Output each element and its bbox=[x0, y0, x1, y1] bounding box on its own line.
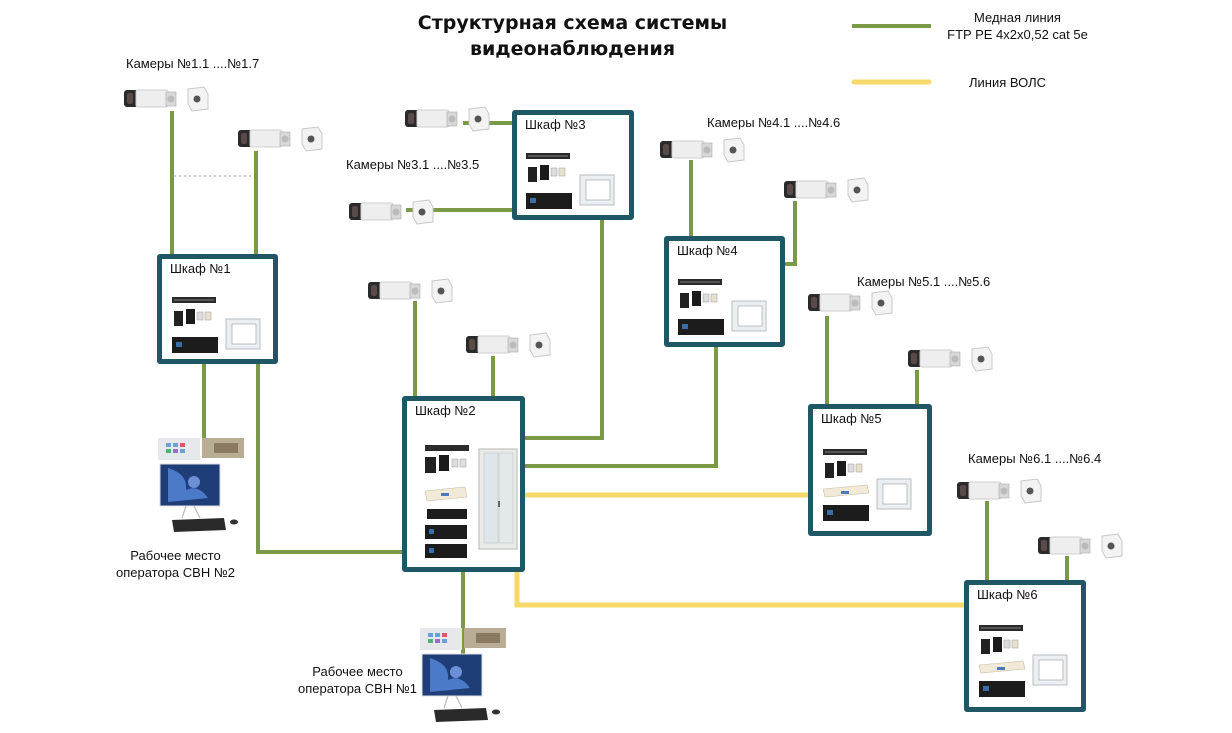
cabinet-2-equipment bbox=[424, 445, 518, 558]
camera-icon bbox=[238, 126, 323, 152]
legend-copper-label: Медная линия FTP PE 4x2x0,52 cat 5e bbox=[935, 9, 1100, 43]
title-line-1: Структурная схема системы bbox=[417, 12, 728, 34]
camera-5-6[interactable] bbox=[906, 344, 998, 374]
diagram-title: Структурная схема системы видеонаблюдени… bbox=[400, 10, 745, 62]
camera-group-label-4: Камеры №4.1 ....№4.6 bbox=[707, 115, 841, 130]
legend-fiber-label: Линия ВОЛС bbox=[969, 75, 1047, 90]
workstation-icon bbox=[158, 438, 244, 532]
camera-icon bbox=[660, 137, 745, 163]
legend-copper-line2: FTP PE 4x2x0,52 cat 5e bbox=[947, 27, 1088, 42]
cabinet-5-equipment bbox=[822, 449, 913, 534]
cabinet-4[interactable]: Шкаф №4 bbox=[664, 236, 785, 347]
camera-icon bbox=[466, 332, 551, 358]
camera-icon bbox=[368, 278, 453, 304]
cabinet-6-equipment bbox=[978, 625, 1069, 710]
fiber-cab2-cab6 bbox=[514, 564, 971, 608]
operator-workstation-1-label: Рабочее место оператора СВН №1 bbox=[290, 663, 425, 697]
cabinet-2[interactable]: Шкаф №2 bbox=[402, 396, 525, 572]
cabinet-6[interactable]: Шкаф №6 bbox=[964, 580, 1086, 712]
camera-2-1[interactable] bbox=[366, 276, 458, 306]
cabinet-equipment-icon bbox=[978, 625, 1068, 697]
camera-3-5[interactable] bbox=[347, 197, 439, 227]
cabinet-3-equipment bbox=[526, 153, 616, 228]
operator-workstation-1-image[interactable] bbox=[420, 628, 508, 728]
cabinet-4-equipment bbox=[678, 279, 768, 354]
workstation-icon bbox=[420, 628, 506, 722]
camera-2-n[interactable] bbox=[464, 330, 556, 360]
camera-4-1[interactable] bbox=[658, 135, 750, 165]
cabinet-1-equipment bbox=[172, 297, 262, 372]
cabinet-5[interactable]: Шкаф №5 bbox=[808, 404, 932, 536]
camera-icon bbox=[957, 478, 1042, 504]
cabinet-6-label: Шкаф №6 bbox=[977, 587, 1038, 602]
camera-group-label-3: Камеры №3.1 ....№3.5 bbox=[346, 157, 480, 172]
title-line-2: видеонаблюдения bbox=[469, 38, 676, 60]
cabinet-1-label: Шкаф №1 bbox=[170, 261, 231, 276]
camera-icon bbox=[908, 346, 993, 372]
ws1-line1: Рабочее место bbox=[312, 664, 403, 679]
camera-icon bbox=[124, 86, 209, 112]
camera-group-label-6: Камеры №6.1 ....№6.4 bbox=[968, 451, 1102, 466]
wire-cab3-cab2 bbox=[521, 216, 604, 440]
wire-cab1-cab2 bbox=[256, 360, 406, 554]
camera-icon bbox=[1038, 533, 1123, 559]
camera-1-1[interactable] bbox=[122, 84, 214, 114]
operator-workstation-2-image[interactable] bbox=[158, 438, 246, 538]
camera-1-7[interactable] bbox=[236, 124, 328, 154]
camera-group-label-5: Камеры №5.1 ....№5.6 bbox=[857, 274, 991, 289]
cabinet-3-label: Шкаф №3 bbox=[525, 117, 586, 132]
cabinet-1[interactable]: Шкаф №1 bbox=[157, 254, 278, 364]
camera-6-4[interactable] bbox=[1036, 531, 1128, 561]
camera-6-1[interactable] bbox=[955, 476, 1047, 506]
camera-icon bbox=[349, 199, 434, 225]
legend-copper-line1: Медная линия bbox=[974, 10, 1061, 25]
ws2-line2: оператора СВН №2 bbox=[115, 565, 236, 580]
camera-group-label-1: Камеры №1.1 ....№1.7 bbox=[126, 56, 260, 71]
camera-icon bbox=[808, 290, 893, 316]
operator-workstation-2-label: Рабочее место оператора СВН №2 bbox=[108, 547, 243, 581]
cabinet-4-label: Шкаф №4 bbox=[677, 243, 738, 258]
cabinet-5-label: Шкаф №5 bbox=[821, 411, 882, 426]
camera-3-1[interactable] bbox=[403, 104, 495, 134]
cabinet-equipment-icon bbox=[822, 449, 912, 521]
camera-5-1[interactable] bbox=[806, 288, 898, 318]
wire-cam4-2 bbox=[781, 201, 797, 266]
cabinet-2-label: Шкаф №2 bbox=[415, 403, 476, 418]
camera-4-6[interactable] bbox=[782, 175, 874, 205]
cabinet-equipment-icon bbox=[526, 153, 615, 209]
cabinet-equipment-icon bbox=[172, 297, 261, 353]
wire-cab4-cab2 bbox=[521, 343, 718, 468]
cabinet-equipment-icon bbox=[678, 279, 767, 335]
ws2-line1: Рабочее место bbox=[130, 548, 221, 563]
cabinet-3[interactable]: Шкаф №3 bbox=[512, 110, 634, 220]
ws1-line2: оператора СВН №1 bbox=[297, 681, 418, 696]
camera-icon bbox=[784, 177, 869, 203]
camera-icon bbox=[405, 106, 490, 132]
